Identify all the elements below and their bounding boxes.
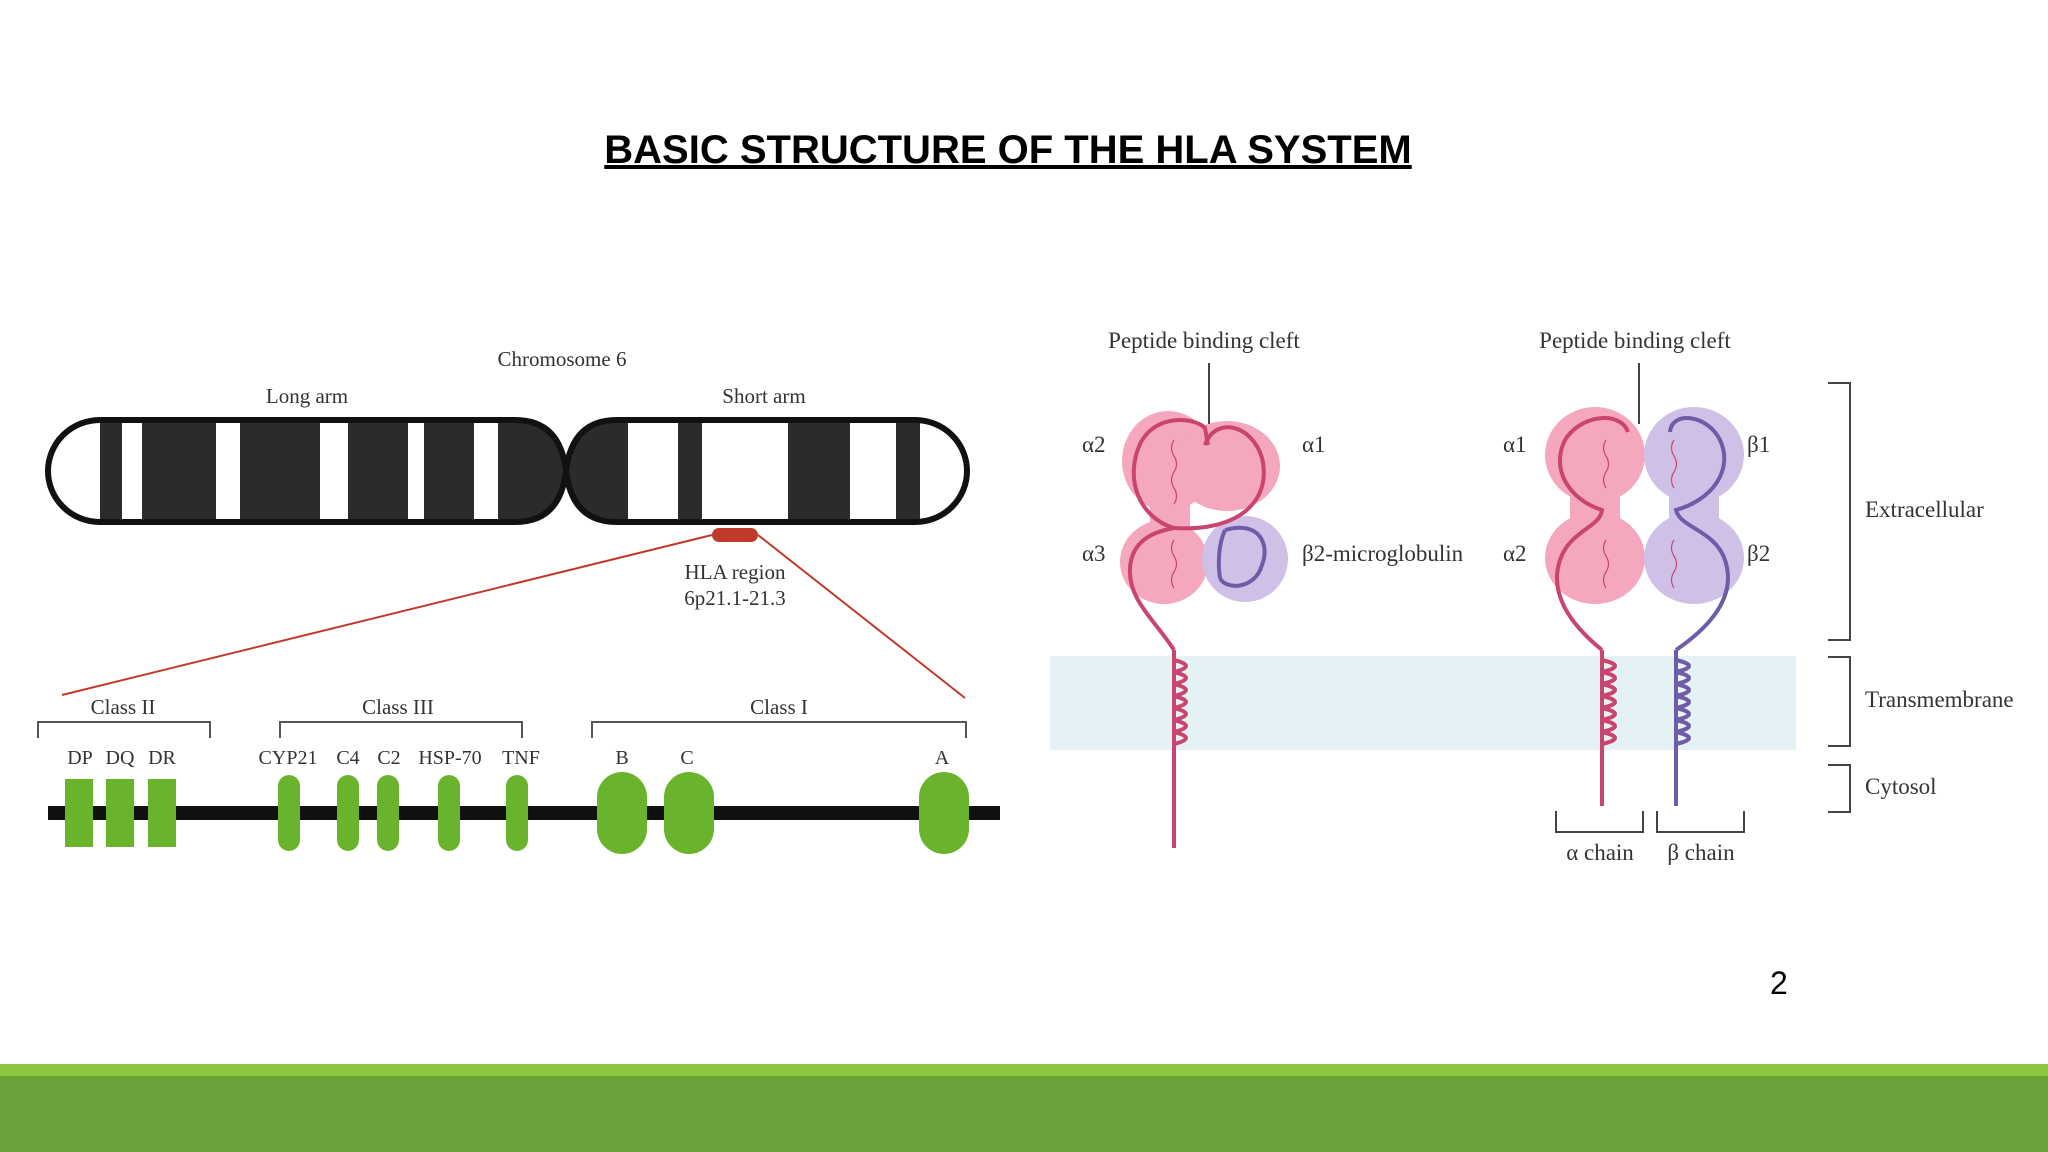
gene-label-c: C: [680, 747, 693, 769]
class-iii-bracket: [279, 721, 523, 738]
cleft-label-left: Peptide binding cleft: [1108, 328, 1300, 353]
slide-title: BASIC STRUCTURE OF THE HLA SYSTEM: [604, 128, 1412, 172]
gene-block-dr: [148, 779, 176, 847]
gene-label-b: B: [615, 747, 628, 769]
footer-bar-light: [0, 1064, 2048, 1076]
gene-label-c2: C2: [377, 747, 400, 769]
gene-block-b: [597, 772, 647, 854]
gene-block-c: [664, 772, 714, 854]
gene-label-c4: C4: [336, 747, 359, 769]
gene-block-hsp70: [438, 775, 460, 851]
gene-block-tnf: [506, 775, 528, 851]
extracellular-bracket: [1828, 382, 1851, 641]
class-ii-molecule: [1545, 363, 1744, 806]
class-ii-label: Class II: [91, 695, 156, 719]
gene-label-dp: DP: [67, 747, 93, 769]
class-i-label: Class I: [750, 695, 808, 719]
extracellular-label: Extracellular: [1865, 497, 1984, 522]
cytosol-label: Cytosol: [1865, 774, 1937, 799]
gene-block-c2: [377, 775, 399, 851]
transmembrane-label: Transmembrane: [1865, 687, 2014, 712]
chromosome-6: [45, 417, 970, 542]
class-ii-bracket: [37, 721, 211, 738]
gene-label-cyp21: CYP21: [259, 747, 318, 769]
class-ii-alpha2-label: α2: [1503, 541, 1527, 566]
long-arm-label: Long arm: [266, 384, 348, 408]
alpha-chain-bracket: [1555, 811, 1644, 833]
class-i-alpha3-label: α3: [1082, 541, 1106, 566]
hla-region-locus: 6p21.1-21.3: [684, 586, 786, 610]
gene-block-cyp21: [278, 775, 300, 851]
class-i-alpha2-label: α2: [1082, 432, 1106, 457]
cytosol-bracket: [1828, 764, 1851, 813]
gene-block-c4: [337, 775, 359, 851]
beta2-microglobulin-label: β2-microglobulin: [1302, 541, 1464, 566]
zoom-line-left: [61, 534, 713, 696]
beta-chain-label: β chain: [1667, 840, 1735, 865]
short-arm-label: Short arm: [722, 384, 805, 408]
cleft-label-right: Peptide binding cleft: [1539, 328, 1731, 353]
page-number: 2: [1770, 965, 1788, 1001]
class-ii-beta1-label: β1: [1747, 432, 1770, 457]
gene-label-dr: DR: [148, 747, 176, 769]
class-i-molecule: [1120, 363, 1288, 848]
hla-region-label: HLA region: [685, 560, 786, 584]
class-i-bracket: [591, 721, 967, 738]
beta-chain-bracket: [1656, 811, 1745, 833]
gene-block-a: [919, 772, 969, 854]
chromosome-bands: [100, 420, 920, 522]
gene-label-a: A: [935, 747, 950, 769]
gene-block-dp: [65, 779, 93, 847]
hla-region-marker: [712, 528, 758, 542]
footer-bar-dark: [0, 1076, 2048, 1152]
gene-label-hsp70: HSP-70: [418, 747, 481, 769]
gene-label-tnf: TNF: [502, 747, 540, 769]
zoom-line-right: [757, 534, 966, 699]
chromosome-title: Chromosome 6: [498, 347, 627, 371]
transmembrane-bracket: [1828, 656, 1851, 747]
alpha-chain-label: α chain: [1566, 840, 1634, 865]
class-iii-label: Class III: [362, 695, 434, 719]
class-i-alpha1-label: α1: [1302, 432, 1326, 457]
gene-block-dq: [106, 779, 134, 847]
gene-label-dq: DQ: [106, 747, 135, 769]
class-ii-beta2-label: β2: [1747, 541, 1770, 566]
class-ii-alpha1-label: α1: [1503, 432, 1527, 457]
